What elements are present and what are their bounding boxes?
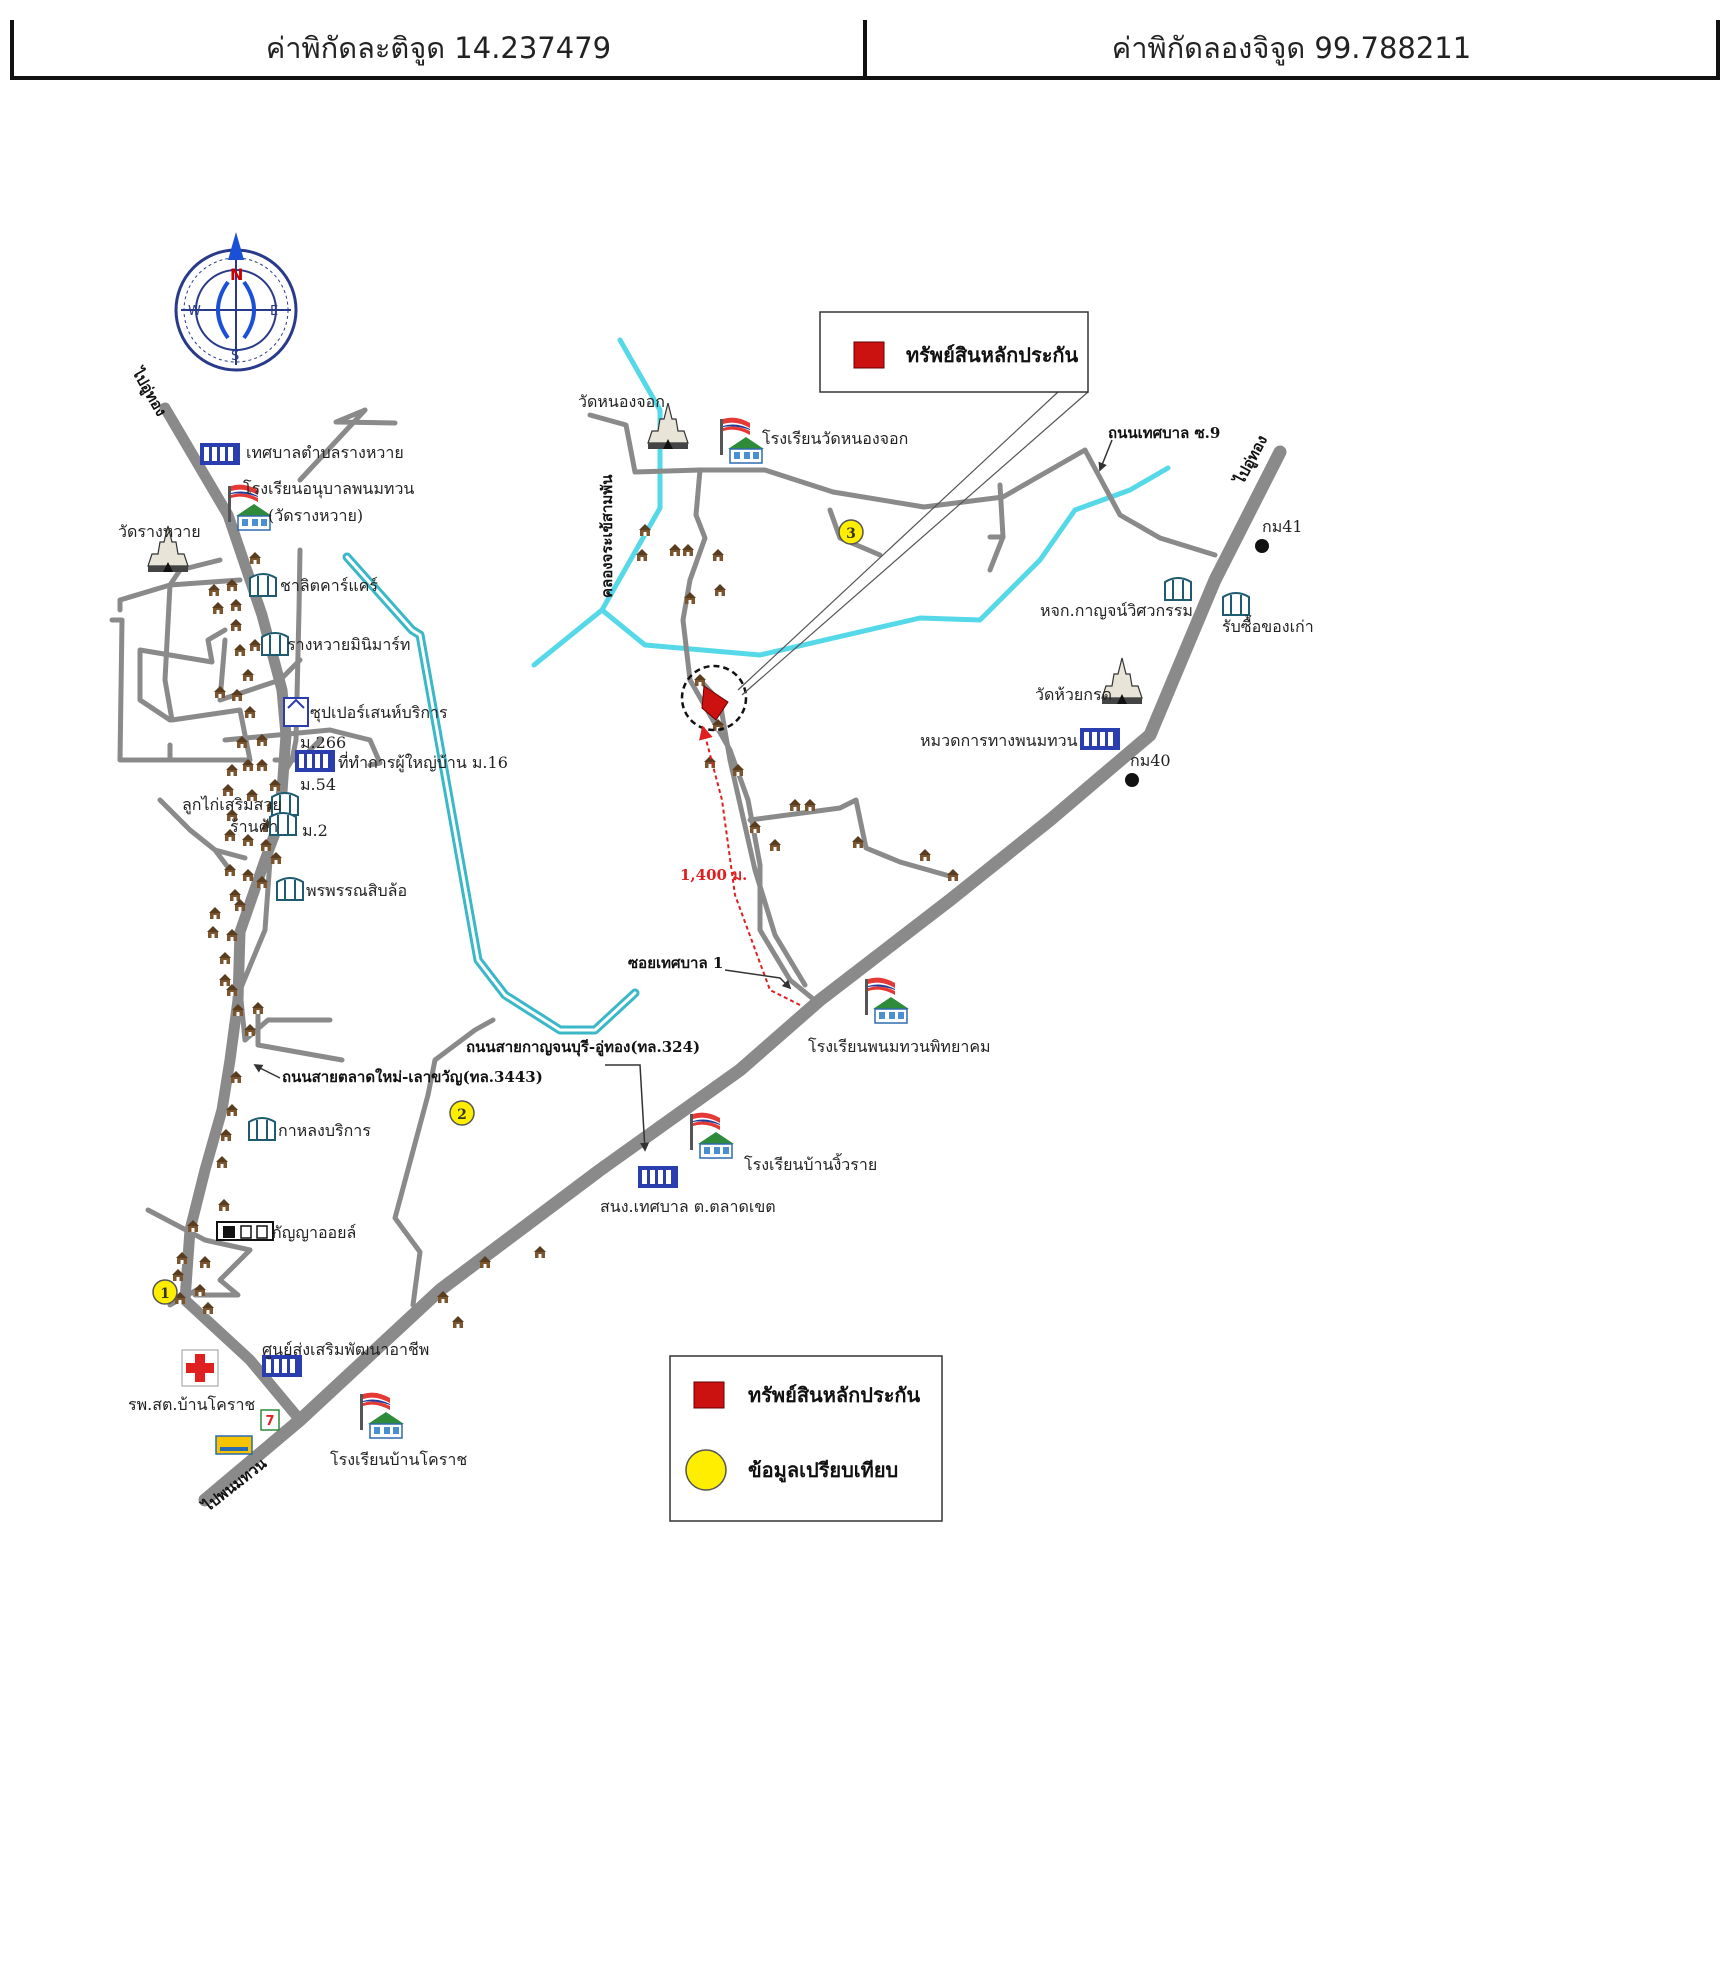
road-label-3443: ถนนสายตลาดใหม่-เลาขวัญ(ทล.3443) (282, 1068, 543, 1086)
distance-indicator: 1,400 ม. (680, 725, 801, 1006)
municipality-office-icon (200, 443, 240, 465)
rang-wai-mart-label: รางหวายมินิมาร์ท (287, 635, 410, 654)
pointer-arrows (253, 439, 1113, 1152)
m2-label: ม.2 (302, 821, 328, 840)
svg-text:7: 7 (265, 1414, 274, 1429)
shop-label: ร้านค้า (230, 817, 278, 836)
legend-leader-lines (737, 391, 1089, 696)
career-center-label: ศูนย์ส่งเสริมพัฒนาอาชีพ (262, 1340, 429, 1360)
distance-label: 1,400 ม. (680, 866, 747, 884)
legend-bottom: ทรัพย์สินหลักประกัน ข้อมูลเปรียบเทียบ (669, 1355, 943, 1522)
m266-label: ม.266 (300, 733, 346, 752)
wat-huai-krot-label: วัดห้วยกรด (1035, 685, 1112, 704)
compass-n-label: N (230, 265, 243, 284)
school-phanom-thuan-label: โรงเรียนพนมทวนพิทยาคม (808, 1037, 991, 1056)
military-unit-label: หมวดการทางพนมทวน (920, 731, 1078, 750)
poi-icons: 7 (147, 402, 1250, 1455)
kanjana-shop-icon (1164, 577, 1192, 601)
km41-label: กม41 (1262, 517, 1303, 536)
municipal-office-icon (638, 1166, 678, 1188)
km40-label: กม40 (1130, 751, 1171, 770)
legend-top: ทรัพย์สินหลักประกัน (819, 311, 1089, 393)
km41-marker (1255, 539, 1269, 553)
village-office-label: ที่ทำการผู้ใหญ่บ้าน ม.16 (338, 751, 508, 773)
road-label-upper-left: ไปอู่ทอง (127, 363, 171, 420)
legend-top-collateral-swatch (853, 341, 885, 369)
luk-chin-label: ลูกไก่เสริมสวย (182, 795, 282, 815)
legend-top-collateral-label: ทรัพย์สินหลักประกัน (906, 343, 1079, 367)
kanjana-shop-label: หจก.กาญจน์วิศวกรรม (1040, 601, 1193, 620)
seven-eleven-store-icon: 7 (260, 1409, 280, 1431)
hospital-cross-icon (181, 1349, 219, 1387)
kanya-oil-gas-station-icon (216, 1221, 274, 1241)
school-ban-khorat-school-icon (359, 1391, 405, 1439)
canal-label: คลองจระเข้สามพัน (598, 474, 616, 598)
collateral-marker (680, 664, 748, 732)
road-label-lower-left: ไปพนมทวน (197, 1453, 270, 1516)
rang-wai-mart-shop-icon (261, 632, 289, 656)
kaoloeng-shop-icon (248, 1117, 276, 1141)
legend-bottom-collateral-swatch (693, 1381, 725, 1409)
kindergarten-label-2: (วัดรางหวาย) (268, 506, 363, 525)
comparison-point-3 (838, 519, 864, 545)
wat-rang-wai-label: วัดรางหวาย (118, 522, 201, 541)
second-hand-label: รับซื้อของเก่า (1222, 615, 1314, 636)
compass-e-label: E (270, 304, 278, 319)
place-labels: วัดหนองจอก โรงเรียนวัดหนองจอก เทศบาลตำบล… (118, 392, 1314, 1469)
km-markers: กม41 กม40 (1125, 517, 1303, 787)
chalit-care-shop-icon (249, 573, 277, 597)
latitude-cell: ค่าพิกัดละติจูด 14.237479 (265, 31, 612, 65)
road-label-soi-1: ซอยเทศบาล 1 (628, 954, 723, 972)
second-hand-shop-icon (1222, 592, 1250, 616)
wat-nong-chok-label: วัดหนองจอก (578, 392, 665, 411)
kaoloeng-label: กาหลงบริการ (278, 1121, 371, 1140)
road-label-324: ถนนสายกาญจนบุรี-อู่ทอง(ทล.324) (466, 1038, 700, 1057)
canals (342, 337, 1171, 1035)
municipality-label: เทศบาลตำบลรางหวาย (246, 443, 404, 462)
pornpan-shop-icon (276, 877, 304, 901)
longitude-cell: ค่าพิกัดลองจิจูด 99.788211 (863, 20, 1716, 76)
coordinate-bar: ค่าพิกัดละติจูด 14.237479 ค่าพิกัดลองจิจ… (10, 20, 1720, 80)
ptt-gas-station-icon (215, 1435, 253, 1455)
north-arrow-icon (228, 232, 244, 260)
school-nong-chok-school-icon (719, 416, 765, 464)
kanya-oil-label: กัญญาออยล์ (272, 1223, 356, 1242)
compass-s-label: S (231, 349, 239, 364)
legend-bottom-comparison-label: ข้อมูลเปรียบเทียบ (748, 1458, 898, 1484)
road-label-municipal-9: ถนนเทศบาล ซ.9 (1108, 424, 1220, 442)
hospital-label: รพ.สต.บ้านโคราช (128, 1395, 255, 1414)
comparison-point-3-label: 3 (846, 526, 856, 542)
school-phanom-thuan-school-icon (864, 976, 910, 1024)
comparison-point-2-label: 2 (457, 1107, 467, 1123)
school-ban-khorat-label: โรงเรียนบ้านโคราช (330, 1450, 467, 1469)
compass-rose: N S E W (174, 232, 298, 372)
supermarket-shop-icon (283, 697, 309, 727)
km40-marker (1125, 773, 1139, 787)
school-nong-chok-label: โรงเรียนวัดหนองจอก (762, 429, 908, 448)
comparison-points: 1 2 3 (152, 519, 864, 1305)
legend-bottom-comparison-swatch (685, 1449, 727, 1491)
military-unit-office-icon (1080, 728, 1120, 750)
comparison-point-1-label: 1 (160, 1286, 170, 1302)
supermarket-label: ซุปเปอร์เสนห์บริการ (310, 703, 448, 723)
comparison-point-2 (449, 1100, 475, 1126)
school-ban-ngiu-school-icon (689, 1111, 735, 1159)
school-ban-ngiu-label: โรงเรียนบ้านงิ้วราย (744, 1153, 877, 1174)
legend-bottom-collateral-label: ทรัพย์สินหลักประกัน (748, 1383, 921, 1407)
compass-w-label: W (188, 304, 201, 319)
municipal-office-label: สนง.เทศบาล ต.ตลาดเขต (600, 1197, 776, 1216)
village-office-icon (295, 750, 335, 772)
kindergarten-label-1: โรงเรียนอนุบาลพนมทวน (243, 479, 414, 499)
m54-label: ม.54 (300, 775, 336, 794)
chalit-care-label: ชาลิตคาร์แคร์ (280, 576, 378, 595)
comparison-point-1 (152, 1279, 178, 1305)
pornpan-label: พรพรรณสิบล้อ (306, 881, 407, 900)
